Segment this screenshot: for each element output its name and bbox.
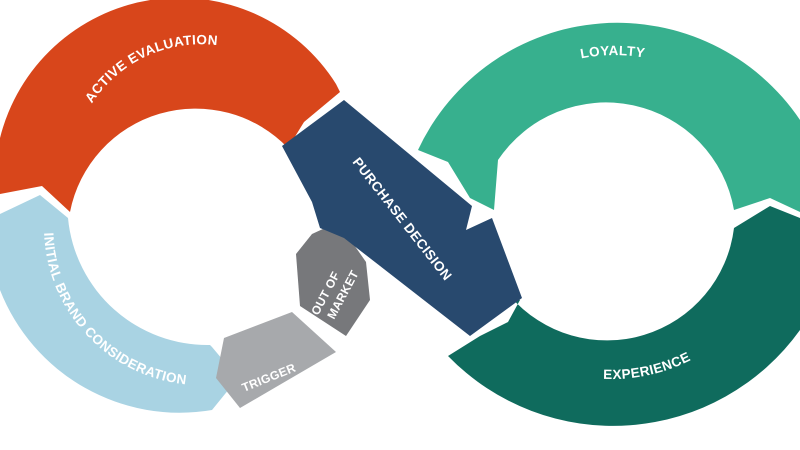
segment-trigger xyxy=(216,312,336,408)
segment-experience xyxy=(448,206,800,426)
segment-active-evaluation xyxy=(0,0,340,212)
label-loyalty: LOYALTY xyxy=(579,43,646,61)
segment-initial-brand-consideration xyxy=(0,195,238,413)
segment-loyalty xyxy=(418,22,800,212)
segment-out-of-market xyxy=(296,222,370,336)
segment-purchase-decision xyxy=(282,100,522,336)
